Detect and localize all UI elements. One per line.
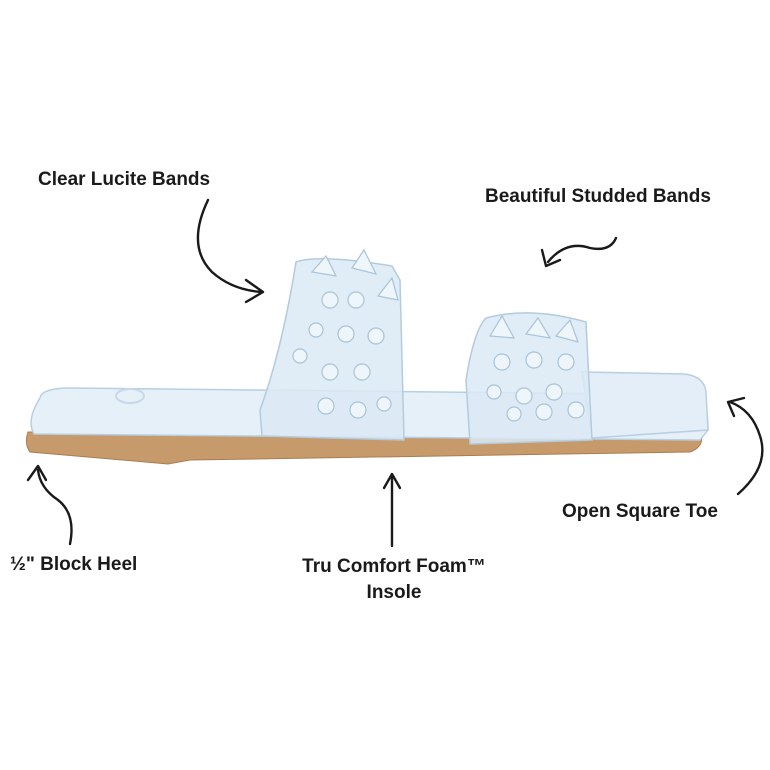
clear-lucite-bands-label: Clear Lucite Bands <box>38 169 211 190</box>
back-band-studs <box>292 248 399 419</box>
block-heel-label: ½" Block Heel <box>10 554 138 575</box>
curved-arrow-icon <box>26 464 73 546</box>
comfort-foam-insole-label: Tru Comfort Foam™ Insole <box>290 554 498 606</box>
studded-bands-label: Beautiful Studded Bands <box>485 186 711 207</box>
comfort-foam-line2: Insole <box>366 582 422 603</box>
front-band <box>465 312 593 445</box>
front-band-studs <box>486 314 585 422</box>
comfort-foam-line1: Tru Comfort Foam™ <box>302 556 486 577</box>
curved-arrow-icon <box>726 396 764 496</box>
straight-arrow-icon <box>382 472 402 548</box>
square-toe <box>581 371 709 439</box>
curved-arrow-icon <box>540 236 618 268</box>
open-square-toe-label: Open Square Toe <box>562 501 718 522</box>
insole-logo <box>115 388 145 404</box>
curved-arrow-icon <box>196 198 265 304</box>
back-band <box>259 258 405 441</box>
